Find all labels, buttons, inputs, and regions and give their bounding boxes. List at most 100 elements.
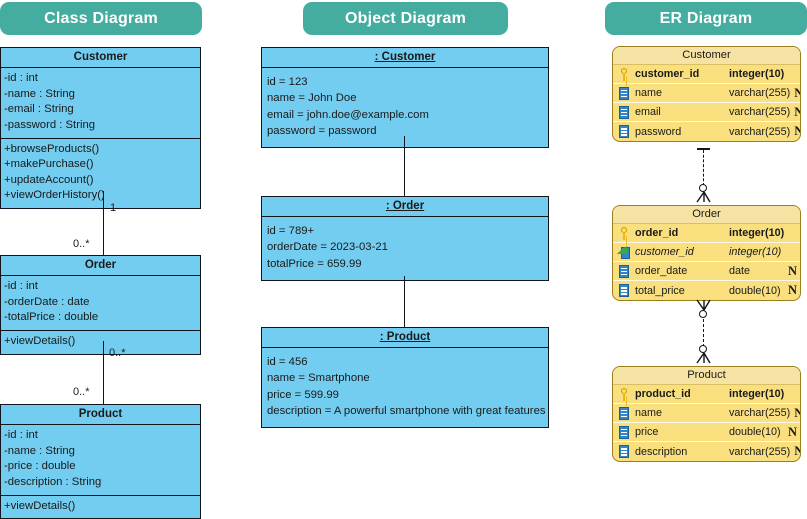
er-relationship-line-customer-order — [703, 150, 704, 186]
key-icon — [617, 387, 631, 402]
class-method: +browseProducts() — [4, 142, 100, 155]
multiplicity-label: 0..* — [109, 347, 126, 359]
er-column-name: password — [635, 125, 682, 138]
section-banner-er-diagram: ER Diagram — [605, 2, 807, 35]
object-slot: name = Smartphone — [267, 372, 370, 385]
er-column-row[interactable]: order_date date N — [613, 262, 800, 282]
class-method: +viewDetails() — [4, 499, 76, 512]
object-slot: orderDate = 2023-03-21 — [267, 241, 388, 254]
class-name: Product — [1, 405, 200, 426]
er-nullable-flag: N — [790, 105, 800, 120]
er-column-row[interactable]: name varchar(255) N — [613, 84, 800, 104]
object-slots: id = 123 name = John Doe email = john.do… — [262, 68, 548, 147]
er-column-type: integer(10) — [729, 246, 782, 259]
object-box-order[interactable]: : Order id = 789+ orderDate = 2023-03-21… — [261, 196, 549, 281]
er-column-row[interactable]: total_price double(10) N — [613, 281, 800, 300]
er-column-row[interactable]: price double(10) N — [613, 423, 800, 443]
object-slot: price = 599.99 — [267, 388, 339, 401]
class-attributes: -id : int -name : String -email : String… — [1, 68, 200, 137]
er-column-row[interactable]: name varchar(255) N — [613, 404, 800, 424]
er-nullable-flag: N — [787, 424, 797, 439]
er-column-type: integer(10) — [729, 388, 785, 401]
crowsfoot-many-icon — [696, 191, 711, 203]
er-column-name: customer_id — [635, 68, 700, 81]
class-attribute: -id : int — [4, 429, 38, 442]
class-attribute: -id : int — [4, 72, 38, 85]
er-column-name: description — [635, 445, 688, 458]
crowsfoot-zero-icon — [699, 184, 707, 192]
er-column-type: double(10) — [729, 284, 781, 297]
er-column-type: varchar(255) — [729, 106, 791, 119]
er-nullable-flag: N — [790, 86, 800, 101]
er-table-order[interactable]: Order order_id integer(10) customer_id i… — [612, 205, 801, 302]
er-column-type: integer(10) — [729, 227, 785, 240]
er-column-type: varchar(255) — [729, 125, 791, 138]
class-box-product[interactable]: Product -id : int -name : String -price … — [0, 404, 201, 519]
foreign-key-icon — [617, 245, 631, 260]
er-table-product[interactable]: Product product_id integer(10) name varc… — [612, 366, 801, 463]
key-icon — [617, 67, 631, 82]
er-column-name: order_id — [635, 227, 679, 240]
object-slot: name = John Doe — [267, 92, 357, 105]
object-slot: id = 456 — [267, 356, 308, 369]
banner-label: Object Diagram — [344, 9, 467, 27]
object-slot: password = password — [267, 124, 377, 137]
class-methods: +viewDetails() — [1, 494, 200, 519]
er-nullable-flag: N — [790, 124, 800, 139]
er-column-row[interactable]: password varchar(255) N — [613, 122, 800, 141]
er-column-name: total_price — [635, 284, 685, 297]
multiplicity-label: 0..* — [73, 238, 90, 250]
class-attributes: -id : int -orderDate : date -totalPrice … — [1, 276, 200, 330]
er-column-row[interactable]: customer_id integer(10) — [613, 243, 800, 263]
banner-label: Class Diagram — [44, 9, 158, 27]
class-box-customer[interactable]: Customer -id : int -name : String -email… — [0, 47, 201, 209]
class-attribute: -price : double — [4, 460, 76, 473]
er-nullable-flag: N — [787, 283, 797, 298]
er-column-name: product_id — [635, 388, 691, 401]
er-nullable-flag: N — [790, 444, 800, 459]
er-nullable-flag: N — [787, 263, 797, 278]
key-icon — [617, 226, 631, 241]
er-column-row[interactable]: order_id integer(10) — [613, 224, 800, 244]
er-column-type: varchar(255) — [729, 87, 791, 100]
er-table-name: Order — [613, 206, 800, 225]
er-column-name: name — [635, 87, 663, 100]
crowsfoot-many-icon — [696, 299, 711, 311]
er-table-name: Customer — [613, 47, 800, 66]
class-method: +updateAccount() — [4, 173, 94, 186]
er-column-type: varchar(255) — [729, 445, 791, 458]
er-column-row[interactable]: description varchar(255) N — [613, 442, 800, 461]
object-name: : Order — [262, 197, 548, 218]
crowsfoot-one-icon — [697, 148, 710, 150]
er-column-name: customer_id — [635, 246, 694, 259]
er-column-row[interactable]: customer_id integer(10) — [613, 65, 800, 85]
class-method: +viewDetails() — [4, 335, 76, 347]
class-attribute: -name : String — [4, 444, 75, 457]
column-icon — [617, 283, 631, 298]
er-nullable-flag: N — [790, 406, 800, 421]
section-banner-class-diagram: Class Diagram — [0, 2, 202, 35]
er-column-type: date — [729, 265, 751, 278]
association-line-order-product — [103, 341, 105, 404]
class-box-order[interactable]: Order -id : int -orderDate : date -total… — [0, 255, 201, 355]
er-column-type: double(10) — [729, 426, 781, 439]
class-methods: +viewDetails() — [1, 330, 200, 354]
class-method: +makePurchase() — [4, 158, 94, 171]
class-attributes: -id : int -name : String -price : double… — [1, 425, 200, 494]
er-column-row[interactable]: email varchar(255) N — [613, 103, 800, 123]
er-column-type: varchar(255) — [729, 407, 791, 420]
column-icon — [617, 406, 631, 421]
column-icon — [617, 86, 631, 101]
object-slot: email = john.doe@example.com — [267, 108, 429, 121]
class-attribute: -id : int — [4, 280, 38, 293]
er-relationship-line-order-product — [703, 319, 704, 347]
object-slot: description = A powerful smartphone with… — [267, 404, 546, 417]
object-box-product[interactable]: : Product id = 456 name = Smartphone pri… — [261, 327, 549, 429]
section-banner-object-diagram: Object Diagram — [303, 2, 508, 35]
class-method: +viewOrderHistory() — [4, 189, 105, 202]
er-table-customer[interactable]: Customer customer_id integer(10) name va… — [612, 46, 801, 143]
banner-label: ER Diagram — [659, 9, 753, 27]
object-box-customer[interactable]: : Customer id = 123 name = John Doe emai… — [261, 47, 549, 149]
er-column-row[interactable]: product_id integer(10) — [613, 385, 800, 405]
class-attribute: -name : String — [4, 87, 75, 100]
